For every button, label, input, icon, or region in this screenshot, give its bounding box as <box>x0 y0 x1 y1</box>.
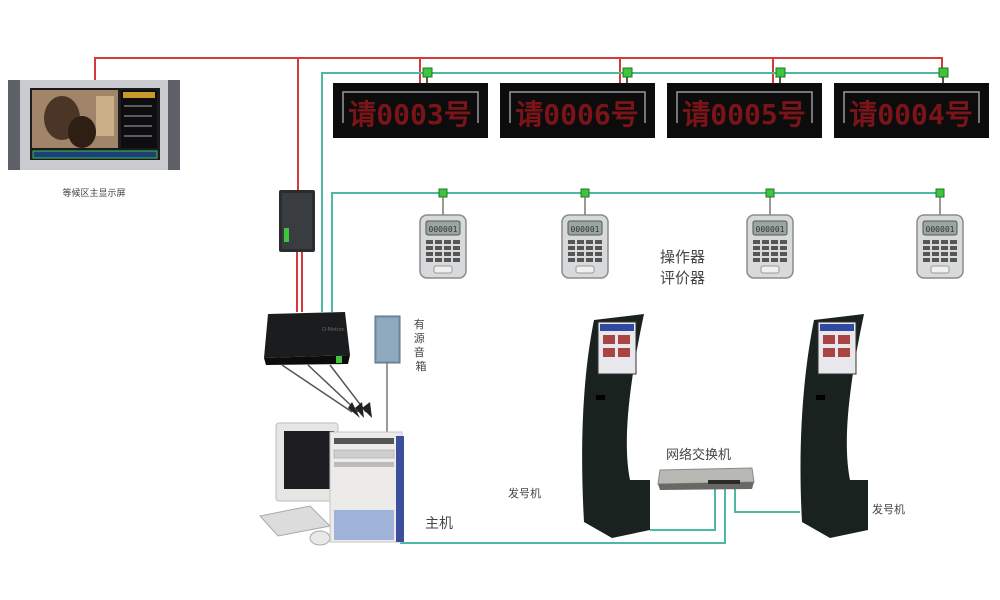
keypad-4: 000001 <box>916 188 964 279</box>
keypad-screen: 000001 <box>756 225 785 234</box>
led-number: 0005 <box>710 98 777 131</box>
keypads: 000001 000001 000001 000001 <box>419 188 964 279</box>
controller-box: D-Motion <box>264 312 350 365</box>
svg-text:请0005号: 请0005号 <box>682 98 805 131</box>
led-suffix: 号 <box>778 98 806 131</box>
connector-icon <box>580 188 590 198</box>
keypad-screen: 000001 <box>571 225 600 234</box>
speaker-label-char: 箱 <box>416 359 427 373</box>
keypad-screen: 000001 <box>926 225 955 234</box>
keypad-screen: 000001 <box>429 225 458 234</box>
teal-wire-host-switch <box>400 488 726 544</box>
keypad-1: 000001 <box>419 188 467 279</box>
network-switch <box>657 467 755 490</box>
waiting-area-screen <box>8 80 180 170</box>
led-suffix: 号 <box>611 98 639 131</box>
keypad-2: 000001 <box>561 188 609 279</box>
connector-icon <box>938 67 949 78</box>
speaker-label: 有 源 音 箱 <box>414 317 429 373</box>
controller-to-host-arrows <box>281 364 372 418</box>
svg-text:D-Motion: D-Motion <box>322 327 345 333</box>
kiosk-right-label: 发号机 <box>872 502 905 516</box>
teal-wire-keypad-bus <box>331 192 940 312</box>
connector-icon <box>765 188 775 198</box>
speaker-label-char: 有 <box>414 317 425 331</box>
ticket-kiosk-left <box>582 314 650 538</box>
active-speaker <box>374 315 401 440</box>
led-prefix: 请 <box>849 98 877 131</box>
svg-text:请0004号: 请0004号 <box>849 98 972 131</box>
host-computer <box>259 422 404 546</box>
led-connectors <box>426 73 944 84</box>
led-suffix: 号 <box>945 98 973 131</box>
waiting-screen-label: 等候区主显示屏 <box>62 187 125 199</box>
led-display-2: 请0006号 <box>500 83 655 138</box>
led-number: 0006 <box>543 98 610 131</box>
connector-icon <box>935 188 945 198</box>
connector-icon <box>775 67 786 78</box>
speaker-label-char: 源 <box>414 331 425 345</box>
svg-text:请0003号: 请0003号 <box>348 98 471 131</box>
led-display-4: 请0004号 <box>834 83 989 138</box>
led-suffix: 号 <box>444 98 472 131</box>
teal-wire-led-bus <box>321 72 945 312</box>
led-display-3: 请0005号 <box>667 83 822 138</box>
evaluator-label: 评价器 <box>660 269 705 287</box>
teal-wire-kiosk-right <box>734 488 800 513</box>
switch-label: 网络交换机 <box>666 447 731 463</box>
red-wire-screen <box>94 57 943 83</box>
svg-text:请0006号: 请0006号 <box>515 98 638 131</box>
connector-icon <box>422 67 433 78</box>
kiosk-left-label: 发号机 <box>508 486 541 500</box>
led-prefix: 请 <box>348 98 376 131</box>
led-prefix: 请 <box>682 98 710 131</box>
teal-wires <box>321 72 945 544</box>
signal-converter <box>279 190 315 252</box>
led-display-1: 请0003号 <box>333 83 488 138</box>
connector-icon <box>438 188 448 198</box>
host-label: 主机 <box>425 516 453 532</box>
operator-label: 操作器 <box>660 248 705 266</box>
led-number: 0003 <box>376 98 443 131</box>
teal-wire-kiosk-left <box>650 488 716 531</box>
keypad-3: 000001 <box>746 188 794 279</box>
speaker-label-char: 音 <box>414 345 425 359</box>
ticket-kiosk-right <box>800 314 868 538</box>
led-prefix: 请 <box>515 98 543 131</box>
connector-icon <box>622 67 633 78</box>
led-number: 0004 <box>877 98 944 131</box>
